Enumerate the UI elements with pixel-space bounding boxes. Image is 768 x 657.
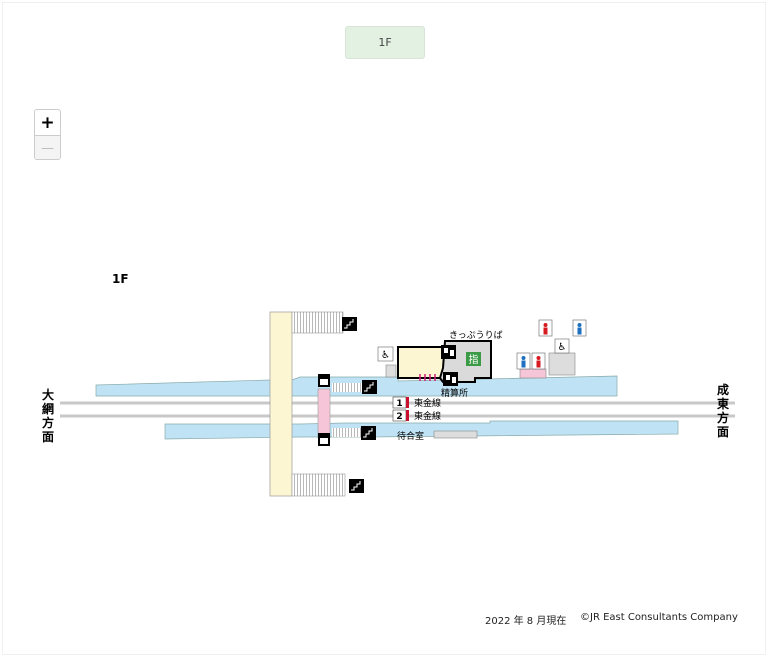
svg-text:方: 方 <box>717 410 729 425</box>
copyright: ©JR East Consultants Company <box>580 612 738 623</box>
toilet-pink <box>519 368 547 379</box>
toilet-female-icon <box>538 319 553 337</box>
stairs-bottom <box>291 473 346 497</box>
elevator-icon <box>318 433 330 446</box>
track-line-name: 東金線 <box>414 397 441 409</box>
stairs-platform-1 <box>332 383 362 392</box>
svg-text:東: 東 <box>717 396 729 411</box>
svg-text:網: 網 <box>42 401 54 416</box>
direction-right-label: 成 東 方 面 <box>717 382 729 439</box>
elevator-small <box>385 364 397 378</box>
svg-text:♿: ♿ <box>558 342 567 353</box>
reserved-seat-label: 指 <box>469 353 479 366</box>
stairs-icon <box>361 426 376 440</box>
track-2-sign: 2 東金線 <box>392 409 441 422</box>
accessible-toilet-icon: ♿ <box>554 338 570 354</box>
wheelchair-icon: ♿ <box>377 346 394 362</box>
track-line-name: 東金線 <box>414 410 441 422</box>
zoom-control: + — <box>34 109 61 160</box>
floor-button-1f[interactable]: 1F <box>345 26 425 59</box>
svg-text:面: 面 <box>717 425 729 439</box>
zoom-in-button[interactable]: + <box>35 110 60 136</box>
toilet-block <box>548 352 576 376</box>
date-note: 2022 年 8 月現在 <box>485 616 567 627</box>
passage <box>317 388 331 439</box>
stairs-top <box>291 311 344 334</box>
svg-text:方: 方 <box>42 415 54 430</box>
waiting-room-bench <box>433 430 478 439</box>
zoom-out-button[interactable]: — <box>35 136 60 159</box>
stairs-icon <box>362 380 377 394</box>
ticket-machine-icon <box>441 345 456 359</box>
gate-markers <box>419 374 436 381</box>
fare-adjustment-icon <box>443 372 458 386</box>
elevator-icon <box>318 374 330 387</box>
waiting-room-label: 待合室 <box>397 430 424 442</box>
fare-adjustment-label: 精算所 <box>441 387 468 399</box>
track-number: 1 <box>396 399 402 409</box>
reserved-seat-office-icon[interactable] <box>466 352 481 366</box>
toilet-male-icon <box>572 319 587 337</box>
toilet-female-icon <box>531 352 546 370</box>
svg-text:面: 面 <box>42 430 54 444</box>
ticket-hall <box>397 346 449 379</box>
svg-text:成: 成 <box>717 382 729 397</box>
track-1-sign: 1 東金線 <box>392 396 441 409</box>
stairs-icon <box>349 479 364 493</box>
svg-text:大: 大 <box>42 387 54 402</box>
ticket-area-label: きっぷうりば <box>449 330 503 341</box>
floor-label: 1F <box>112 272 129 286</box>
toilet-male-icon <box>516 352 531 370</box>
stairs-platform-2 <box>332 428 362 437</box>
direction-left-label: 大 網 方 面 <box>42 387 54 444</box>
svg-text:♿: ♿ <box>381 350 390 361</box>
concourse <box>269 311 293 497</box>
stairs-icon <box>342 317 357 331</box>
track-number: 2 <box>396 412 402 422</box>
